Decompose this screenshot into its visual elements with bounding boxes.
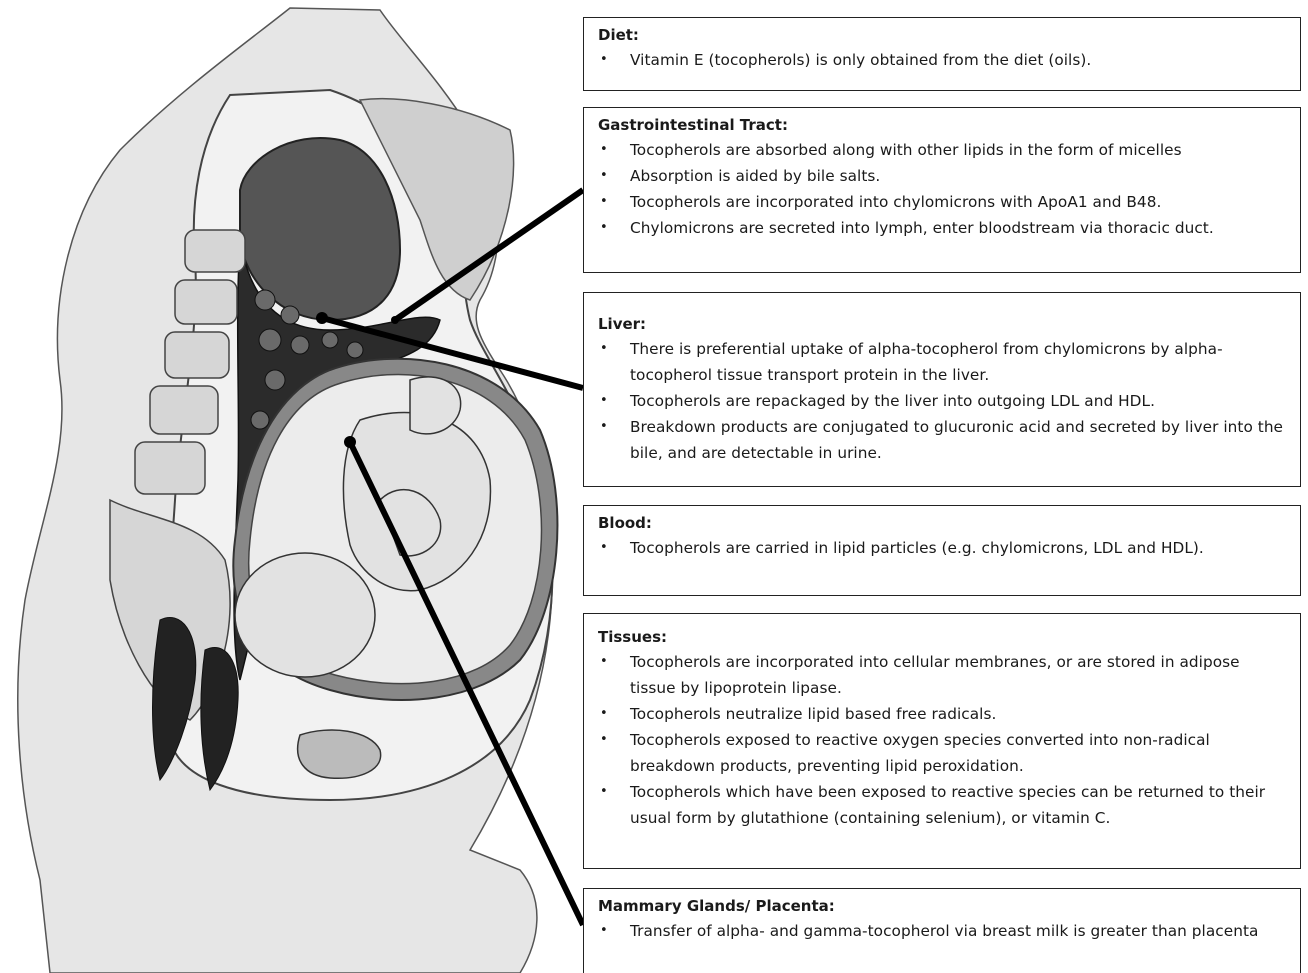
bullet-item: Vitamin E (tocopherols) is only obtained… [598, 47, 1288, 73]
diet-box: Diet: Vitamin E (tocopherols) is only ob… [583, 17, 1301, 91]
tissues-box: Tissues: Tocopherols are incorporated in… [583, 613, 1301, 869]
section-title: Blood: [598, 513, 1288, 533]
bullet-item: Tocopherols are absorbed along with othe… [598, 137, 1288, 163]
bullet-item: There is preferential uptake of alpha-to… [598, 336, 1288, 388]
gastrointestinal-tract-box: Gastrointestinal Tract: Tocopherols are … [583, 107, 1301, 273]
bullet-item: Tocopherols are incorporated into chylom… [598, 189, 1288, 215]
bullet-item: Tocopherols are incorporated into cellul… [598, 649, 1288, 701]
bullet-item: Tocopherols neutralize lipid based free … [598, 701, 1288, 727]
bullet-item: Tocopherols which have been exposed to r… [598, 779, 1288, 831]
bullet-item: Breakdown products are conjugated to glu… [598, 414, 1288, 466]
bullet-item: Tocopherols are carried in lipid particl… [598, 535, 1288, 561]
bullet-item: Tocopherols are repackaged by the liver … [598, 388, 1288, 414]
bladder [298, 730, 381, 778]
liver-marker-dot [316, 312, 328, 324]
section-title: Gastrointestinal Tract: [598, 115, 1288, 135]
bullet-item: Absorption is aided by bile salts. [598, 163, 1288, 189]
bullet-item: Chylomicrons are secreted into lymph, en… [598, 215, 1288, 241]
section-title: Liver: [598, 314, 1288, 334]
blood-box: Blood: Tocopherols are carried in lipid … [583, 505, 1301, 596]
bullet-item: Transfer of alpha- and gamma-tocopherol … [598, 918, 1288, 944]
section-title: Tissues: [598, 627, 1288, 647]
bullet-item: Tocopherols exposed to reactive oxygen s… [598, 727, 1288, 779]
placenta-marker-dot [344, 436, 356, 448]
gi-marker-dot [391, 316, 399, 324]
liver-box: Liver: There is preferential uptake of a… [583, 292, 1301, 487]
anatomy-illustration [0, 0, 600, 973]
mammary-glands-placenta-box: Mammary Glands/ Placenta: Transfer of al… [583, 888, 1301, 973]
section-title: Mammary Glands/ Placenta: [598, 896, 1288, 916]
section-title: Diet: [598, 25, 1288, 45]
